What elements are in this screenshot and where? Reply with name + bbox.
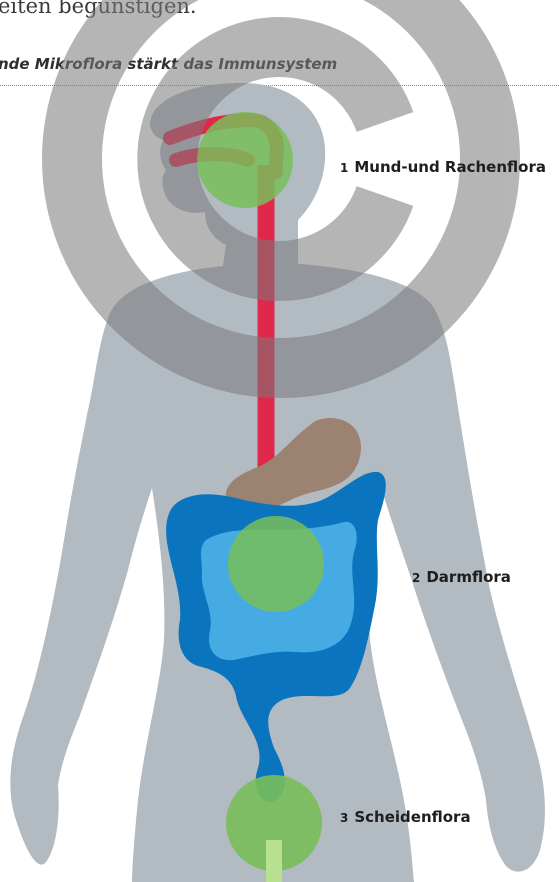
label-vaginal-flora: 3 Scheidenflora bbox=[340, 808, 471, 826]
label-text: Scheidenflora bbox=[354, 808, 470, 826]
gut-flora-marker bbox=[228, 516, 324, 612]
label-gut-flora: 2 Darmflora bbox=[412, 568, 511, 586]
oral-flora-marker bbox=[197, 112, 293, 208]
label-text: Mund-und Rachenflora bbox=[354, 158, 546, 176]
label-number: 3 bbox=[340, 811, 348, 825]
label-number: 2 bbox=[412, 571, 420, 585]
label-number: 1 bbox=[340, 161, 348, 175]
label-text: Darmflora bbox=[426, 568, 511, 586]
vaginal-flora-detail bbox=[266, 840, 282, 882]
label-oral-flora: 1 Mund-und Rachenflora bbox=[340, 158, 546, 176]
